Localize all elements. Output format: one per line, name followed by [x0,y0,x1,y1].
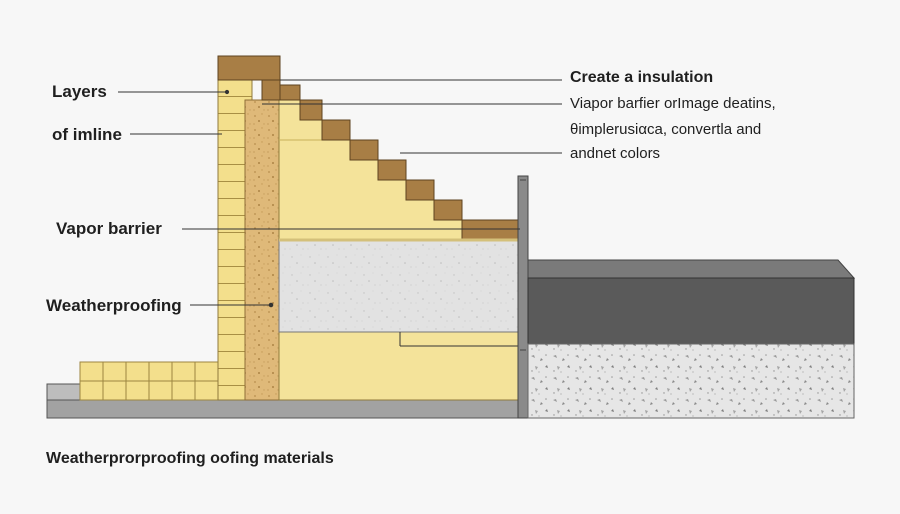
label-colors: andnet colors [570,145,661,162]
diagram-caption: Weatherprorproofing oofing materials [46,450,334,467]
label-weatherproofing: Weatherproofing [46,296,182,315]
flashing-post [517,175,529,419]
label-of-imline: of imline [52,125,122,144]
cork-layer [244,99,280,401]
label-simple-convert: θimplerusiαca, convertla and [570,121,762,138]
stair-caps [217,55,521,241]
label-vapor-barrier: Vapor barrier [56,219,162,238]
leader-lines [118,79,562,308]
membrane-block [527,259,856,345]
ground-brick-row [79,361,221,401]
concrete-band [278,238,521,347]
label-layers: Layers [52,82,107,101]
gravel-base [527,343,855,419]
label-create-insulation: Create a insulation [570,69,714,86]
label-vapor-barrier-details: Viapor barfier orImage deatins, [570,95,776,112]
